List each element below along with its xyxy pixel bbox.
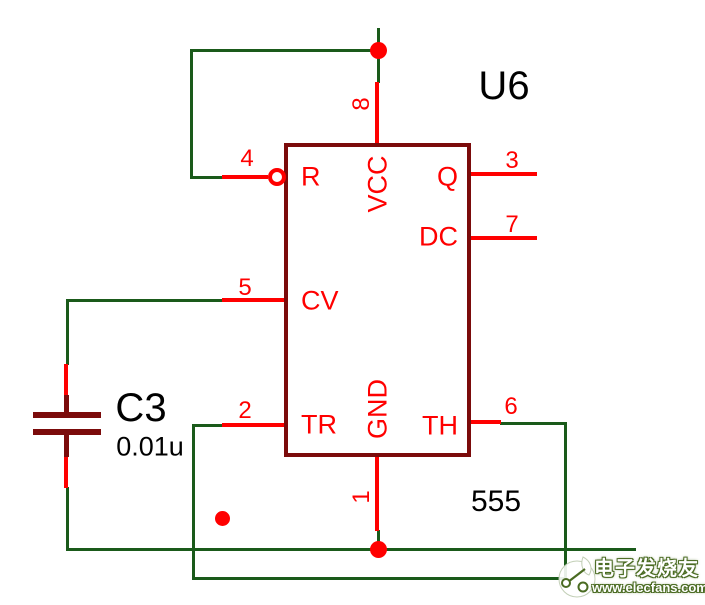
pin-name-tr: TR: [301, 409, 337, 440]
watermark-url: www.elecfans.com: [592, 580, 705, 595]
wire-reset-horizontal: [190, 176, 223, 179]
pin-number-2: 2: [238, 397, 252, 424]
pin-number-6: 6: [504, 393, 518, 420]
ic-refdes: U6: [478, 64, 530, 108]
wire-vcc-stub-top: [377, 28, 380, 50]
watermark-brand: 电子发烧友: [594, 558, 699, 580]
pin-name-th: TH: [422, 410, 458, 441]
pin-number-1: 1: [348, 490, 375, 504]
pinwire-7-dc: [471, 236, 537, 240]
elecfans-logo-icon: [558, 556, 596, 598]
capacitor-lead-bottom: [64, 435, 69, 457]
pin-number-8: 8: [348, 97, 375, 111]
pinwire-3-q: [471, 172, 537, 176]
junction-dot-ground: [370, 541, 387, 558]
pinwire-5-cv: [222, 298, 285, 302]
ic-part-number: 555: [470, 485, 522, 518]
capacitor-refdes: C3: [115, 386, 167, 430]
pinwire-1-gnd: [375, 455, 379, 531]
junction-dot-floating: [215, 511, 230, 526]
ic-555-body: [284, 143, 471, 457]
reset-inverter-bubble-icon: [268, 168, 286, 186]
pin-name-dc: DC: [419, 221, 458, 252]
pin-number-3: 3: [505, 147, 519, 174]
capacitor-plate-top: [33, 412, 101, 418]
wire-gnd-vertical: [377, 530, 380, 550]
pinwire-cap-bottom: [64, 457, 68, 488]
wire-th-vertical: [564, 422, 567, 580]
pin-name-reset: R: [301, 161, 321, 192]
pinwire-4-reset: [222, 175, 268, 179]
pin-number-7: 7: [505, 211, 519, 238]
capacitor-plate-bottom: [33, 429, 101, 435]
pin-name-cv: CV: [301, 285, 339, 316]
pin-name-vcc: VCC: [362, 155, 393, 213]
pinwire-6-th: [471, 420, 501, 424]
pinwire-8-vcc: [375, 82, 379, 144]
pin-name-gnd: GND: [362, 379, 393, 439]
junction-dot-vcc: [370, 42, 387, 59]
pinwire-cap-top: [64, 364, 68, 395]
pinwire-2-tr: [222, 423, 285, 427]
pin-number-4: 4: [240, 145, 254, 172]
wire-ground-bus: [66, 548, 636, 551]
wire-reset-loop-vertical: [190, 49, 193, 179]
wire-th-horizontal: [500, 422, 567, 425]
wire-tr-horizontal: [193, 424, 223, 427]
wire-cv-left-vertical: [66, 299, 69, 365]
watermark: 电子发烧友 www.elecfans.com: [548, 551, 705, 605]
wire-cap-bottom-vertical: [66, 487, 69, 550]
wire-tr-vertical: [192, 424, 195, 580]
pin-name-q: Q: [436, 161, 458, 192]
wire-top-horizontal: [190, 49, 379, 52]
capacitor-lead-top: [64, 395, 69, 413]
wire-vcc-vertical: [377, 50, 380, 83]
wire-cv-horizontal: [67, 299, 223, 302]
capacitor-value: 0.01u: [116, 431, 184, 462]
wire-bottom-link: [192, 577, 567, 580]
pin-number-5: 5: [238, 274, 252, 301]
